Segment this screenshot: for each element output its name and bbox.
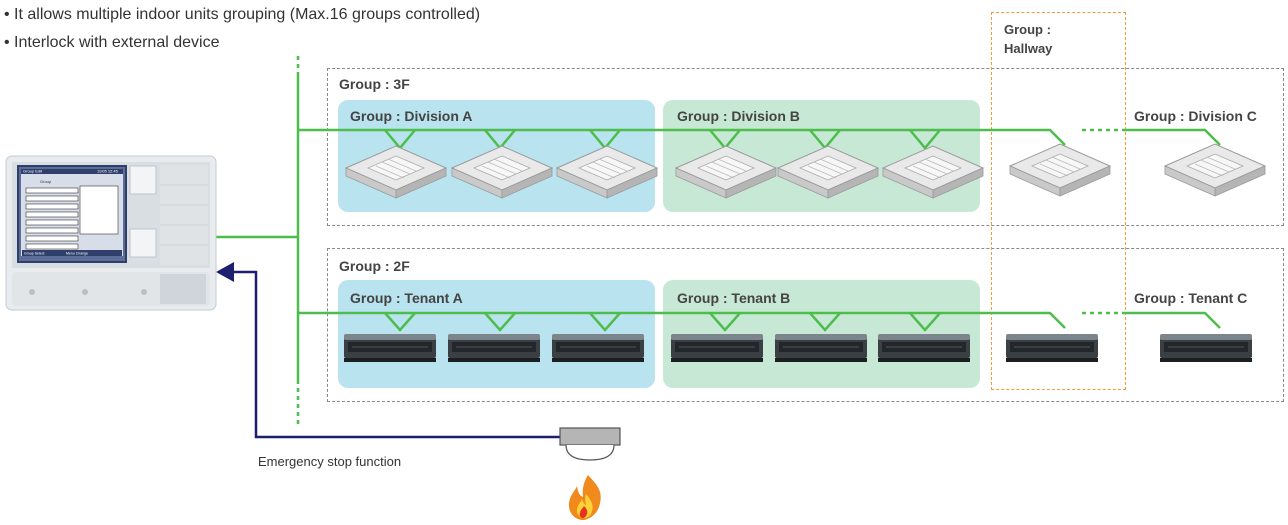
duct-unit-icon <box>670 333 764 363</box>
cassette-unit-icon <box>556 145 658 199</box>
remote-controller-icon: Group Edit 11/05 12:45 Group Group Selec… <box>5 155 217 311</box>
cassette-unit-icon <box>1009 143 1111 197</box>
svg-text:Menu Change: Menu Change <box>66 252 88 256</box>
floor-3f-label: Group : 3F <box>339 76 410 92</box>
hallway-group-box <box>991 12 1126 390</box>
floor-3f-box <box>327 68 1284 226</box>
group-label-tenant-b: Group : Tenant B <box>677 290 791 306</box>
duct-unit-icon <box>343 333 437 363</box>
smoke-detector-icon <box>559 427 621 461</box>
bullet-interlock: • Interlock with external device <box>4 34 220 51</box>
svg-text:Group: Group <box>40 179 52 184</box>
group-label-tenant-a: Group : Tenant A <box>350 290 463 306</box>
svg-text:Group Edit: Group Edit <box>23 169 43 174</box>
cassette-unit-icon <box>1164 143 1266 197</box>
cassette-unit-icon <box>345 145 447 199</box>
group-label-division-c: Group : Division C <box>1134 108 1257 124</box>
duct-unit-icon <box>551 333 645 363</box>
cassette-unit-icon <box>675 145 777 199</box>
duct-unit-icon <box>774 333 868 363</box>
duct-unit-icon <box>877 333 971 363</box>
floor-2f-box <box>327 248 1284 402</box>
cassette-unit-icon <box>777 145 879 199</box>
cassette-unit-icon <box>451 145 553 199</box>
duct-unit-icon <box>1159 333 1253 363</box>
duct-unit-icon <box>447 333 541 363</box>
svg-text:Group Select: Group Select <box>24 252 44 256</box>
group-label-tenant-c: Group : Tenant C <box>1134 290 1248 306</box>
floor-2f-label: Group : 2F <box>339 258 410 274</box>
group-label-division-a: Group : Division A <box>350 108 473 124</box>
emergency-stop-label: Emergency stop function <box>258 454 402 469</box>
hallway-group-label: Group : Hallway <box>1004 22 1053 56</box>
fire-icon <box>568 475 601 520</box>
group-label-division-b: Group : Division B <box>677 108 800 124</box>
cassette-unit-icon <box>882 145 984 199</box>
duct-unit-icon <box>1005 333 1099 363</box>
bullet-grouping: • It allows multiple indoor units groupi… <box>4 6 481 23</box>
svg-text:11/05 12:45: 11/05 12:45 <box>97 169 119 174</box>
